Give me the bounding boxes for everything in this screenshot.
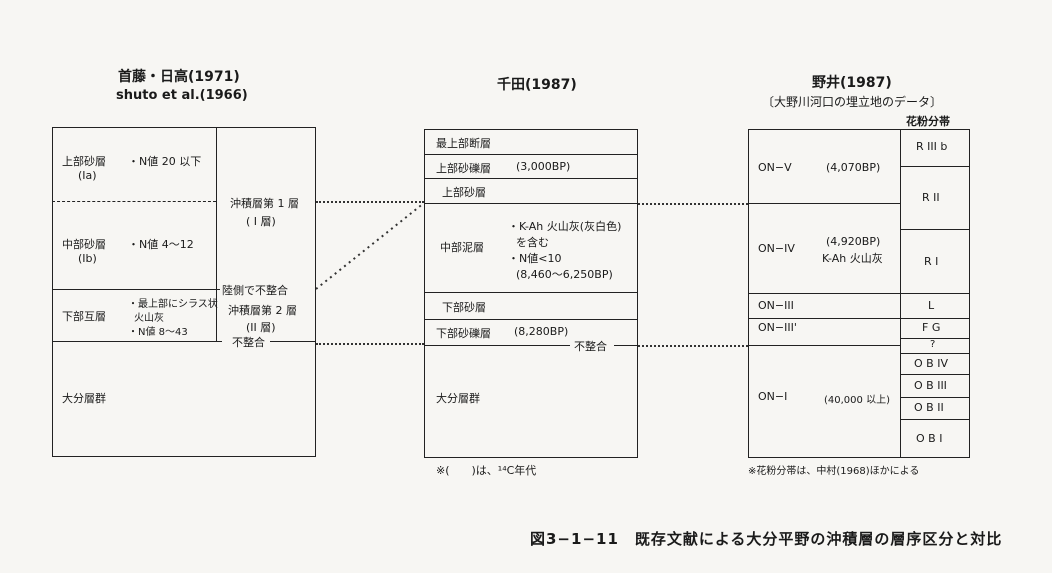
right-title: 野井(1987) bbox=[812, 75, 892, 91]
right-unit-divider-4 bbox=[748, 345, 900, 346]
right-unit-divider-3 bbox=[748, 318, 900, 319]
pollen-zone-8: O B III bbox=[914, 379, 947, 392]
left-row1-sub: (Ia) bbox=[78, 169, 97, 182]
left-row-divider-1 bbox=[52, 201, 216, 202]
middle-row4-name: 中部泥層 bbox=[440, 241, 484, 254]
right-subtitle: 〔大野川河口の埋立地のデータ〕 bbox=[762, 95, 943, 109]
pollen-zone-7: O B IV bbox=[914, 357, 948, 370]
pollen-zone-5: F G bbox=[922, 321, 941, 334]
pollen-divider-5 bbox=[900, 338, 970, 339]
middle-row-divider-1 bbox=[424, 154, 638, 155]
right-unit-4-note2: K-Ah 火山灰 bbox=[822, 252, 883, 265]
middle-row-divider-6b bbox=[614, 345, 638, 346]
middle-row6-name: 下部砂礫層 bbox=[436, 327, 491, 340]
left-boundary-label-1: 陸側で不整合 bbox=[220, 282, 290, 298]
pollen-zone-1: R III b bbox=[916, 140, 948, 153]
left-row2-name: 中部砂層 bbox=[62, 238, 106, 251]
left-row-divider-3 bbox=[52, 341, 222, 342]
right-footnote: ※花粉分帯は、中村(1968)ほかによる bbox=[748, 466, 920, 477]
left-row2-note: ・N値 4〜12 bbox=[128, 238, 194, 251]
middle-row-divider-5 bbox=[424, 319, 638, 320]
correlation-line-upper-left bbox=[316, 201, 424, 203]
pollen-divider-9 bbox=[900, 419, 970, 420]
left-row1-name: 上部砂層 bbox=[62, 155, 106, 168]
middle-row3-name: 上部砂層 bbox=[442, 186, 486, 199]
middle-row6-note: (8,280BP) bbox=[514, 325, 569, 338]
middle-row4-note4: (8,460〜6,250BP) bbox=[516, 268, 613, 281]
right-unit-divider-2 bbox=[748, 293, 900, 294]
correlation-line-diagonal bbox=[316, 202, 425, 290]
pollen-zone-3: R I bbox=[924, 255, 939, 268]
left-subtitle: shuto et al.(1966) bbox=[116, 88, 248, 103]
pollen-zone-4: L bbox=[928, 299, 935, 312]
middle-row2-name: 上部砂礫層 bbox=[436, 162, 491, 175]
left-row2-sub: (Ib) bbox=[78, 252, 97, 265]
pollen-divider-1 bbox=[900, 166, 970, 167]
right-unit-1-note: (40,000 以上) bbox=[824, 395, 890, 406]
pollen-zone-10: O B I bbox=[916, 432, 943, 445]
correlation-line-lower-right bbox=[638, 345, 748, 347]
middle-row-divider-6 bbox=[424, 345, 570, 346]
right-unit-4-note1: (4,920BP) bbox=[826, 235, 881, 248]
left-lower-unit-sub: (II 層) bbox=[246, 321, 276, 334]
pollen-zone-header: 花粉分帯 bbox=[906, 115, 950, 128]
middle-row5-name: 下部砂層 bbox=[442, 301, 486, 314]
pollen-divider-4 bbox=[900, 318, 970, 319]
figure-caption: 図3−1−11 既存文献による大分平野の沖積層の層序区分と対比 bbox=[530, 530, 1003, 548]
left-row1-note: ・N値 20 以下 bbox=[128, 155, 202, 168]
left-row3-name: 下部互層 bbox=[62, 310, 106, 323]
right-unit-1-name: ON−I bbox=[758, 390, 788, 403]
middle-boundary-label: 不整合 bbox=[574, 340, 607, 353]
left-upper-unit-label: 沖積層第 1 層 bbox=[228, 195, 301, 211]
right-unit-3b-name: ON−III' bbox=[758, 321, 797, 334]
pollen-zone-6: ? bbox=[930, 339, 936, 350]
middle-footnote: ※( )は、¹⁴C年代 bbox=[436, 464, 537, 477]
left-divider-vertical bbox=[216, 127, 217, 341]
left-column-box bbox=[52, 127, 316, 457]
left-row3-note3: ・N値 8〜43 bbox=[128, 327, 188, 338]
pollen-divider-3 bbox=[900, 293, 970, 294]
middle-row-divider-2 bbox=[424, 178, 638, 179]
pollen-divider-2 bbox=[900, 229, 970, 230]
middle-row4-note3: ・N値<10 bbox=[508, 252, 562, 265]
right-unit-5-note: (4,070BP) bbox=[826, 161, 881, 174]
left-row-divider-2 bbox=[52, 289, 222, 290]
pollen-divider-6 bbox=[900, 353, 970, 354]
middle-row7-name: 大分層群 bbox=[436, 392, 480, 405]
middle-column-box bbox=[424, 129, 638, 458]
left-unconformity-line bbox=[270, 341, 316, 342]
left-upper-unit-sub: ( I 層) bbox=[246, 215, 276, 228]
middle-row-divider-4 bbox=[424, 292, 638, 293]
left-row3-note1: ・最上部にシラス状 bbox=[128, 299, 218, 310]
middle-row4-note1: ・K-Ah 火山灰(灰白色) bbox=[508, 220, 622, 233]
left-row3-note2: 火山灰 bbox=[134, 313, 164, 324]
right-unit-3-name: ON−III bbox=[758, 299, 794, 312]
pollen-zone-2: R II bbox=[922, 191, 940, 204]
right-unit-5-name: ON−V bbox=[758, 161, 792, 174]
left-title: 首藤・日高(1971) bbox=[118, 69, 240, 85]
correlation-line-upper-right bbox=[638, 203, 748, 205]
middle-row-divider-3 bbox=[424, 203, 638, 204]
middle-title: 千田(1987) bbox=[497, 77, 577, 93]
middle-row1-name: 最上部断層 bbox=[436, 137, 491, 150]
pollen-divider-7 bbox=[900, 374, 970, 375]
correlation-line-lower-left bbox=[316, 343, 424, 345]
right-unit-4-name: ON−IV bbox=[758, 242, 795, 255]
pollen-divider-8 bbox=[900, 397, 970, 398]
pollen-zone-9: O B II bbox=[914, 401, 944, 414]
left-boundary-label-2: 不整合 bbox=[230, 334, 267, 350]
left-lower-unit-label: 沖積層第 2 層 bbox=[228, 304, 297, 317]
middle-row2-note: (3,000BP) bbox=[516, 160, 571, 173]
middle-row4-note2: を含む bbox=[516, 236, 549, 249]
left-row4-name: 大分層群 bbox=[62, 392, 106, 405]
right-unit-divider-1 bbox=[748, 203, 900, 204]
